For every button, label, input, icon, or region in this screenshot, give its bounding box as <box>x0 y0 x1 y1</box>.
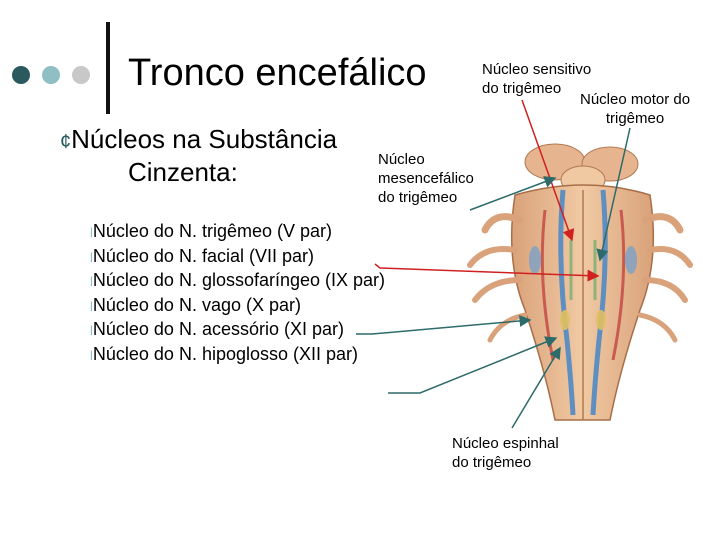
list-item: lNúcleo do N. trigêmeo (V par) <box>90 221 332 241</box>
bullet-icon: l <box>90 249 93 265</box>
pointer-facial <box>374 263 600 282</box>
list-item: lNúcleo do N. acessório (XI par) <box>90 319 344 339</box>
bullet-icon: l <box>90 225 93 240</box>
bullet-icon: l <box>90 298 93 314</box>
slide-title: Tronco encefálico <box>128 52 427 94</box>
pointer-motor <box>596 127 631 262</box>
subtitle: ¢Núcleos na Substância Cinzenta: <box>60 124 337 187</box>
list-item: lNúcleo do N. facial (VII par) <box>90 245 314 266</box>
bullet-icon: l <box>90 274 93 289</box>
subtitle-line2: Cinzenta: <box>128 157 238 187</box>
title-divider <box>106 22 110 114</box>
decorative-dot-light <box>42 66 60 84</box>
decorative-dot-gray <box>72 66 90 84</box>
subtitle-line1: Núcleos na Substância <box>71 124 338 154</box>
bullet-icon: l <box>90 323 93 338</box>
bullet-icon: l <box>90 347 93 363</box>
pointer-espinhal <box>511 346 561 429</box>
list-item: lNúcleo do N. glossofaríngeo (IX par) <box>90 270 386 290</box>
pointer-hipoglosso <box>388 336 558 394</box>
pointer-mesencefalico <box>469 176 557 211</box>
decorative-dot-dark <box>12 66 30 84</box>
nuclei-list: lNúcleo do N. trigêmeo (V par) lNúcleo d… <box>90 220 450 367</box>
hollow-bullet-icon: ¢ <box>60 131 72 153</box>
label-sensitivo: Núcleo sensitivo do trigêmeo <box>482 61 592 97</box>
pointer-sensitivo <box>521 99 575 242</box>
label-motor: Núcleo motor do trigêmeo <box>580 91 691 127</box>
label-mesencefalico: Núcleo mesencefálico do trigêmeo <box>378 151 474 206</box>
label-espinhal: Núcleo espinhal do trigêmeo <box>452 435 559 471</box>
list-item: lNúcleo do N. vago (X par) <box>90 294 301 315</box>
pointer-vago <box>356 314 532 335</box>
list-item: lNúcleo do N. hipoglosso (XII par) <box>90 343 359 364</box>
